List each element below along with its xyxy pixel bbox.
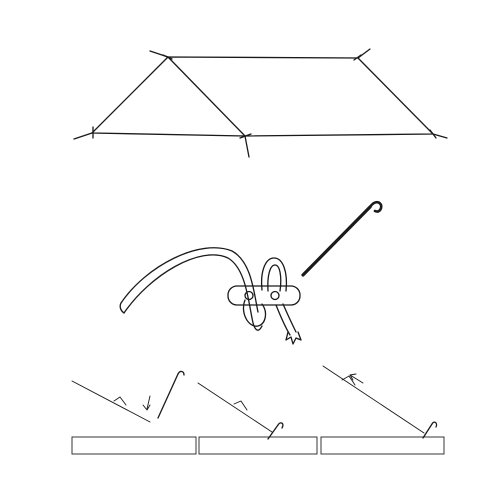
down-arrow-head <box>142 404 151 411</box>
tie-out-rear-right <box>353 54 362 61</box>
ground-block-1 <box>71 436 197 455</box>
cord-lower-loop <box>242 299 267 327</box>
stake-step-1 <box>157 373 179 419</box>
tensioner-step-2 <box>233 400 248 411</box>
guy-line-step-1 <box>71 380 151 423</box>
cord-loop-inner <box>267 264 282 292</box>
cord-tail-2 <box>282 303 297 333</box>
up-left-arrow-icon <box>349 374 364 384</box>
stake-hook-step-1 <box>177 370 185 376</box>
tensioner-step-1 <box>113 396 127 406</box>
ground-block-3 <box>320 436 445 455</box>
tie-out-front-right <box>429 129 437 139</box>
cord-end <box>119 302 125 314</box>
ground-block-2 <box>198 436 318 455</box>
step-1 <box>71 370 185 423</box>
stake-hook-step-2 <box>277 422 284 429</box>
tent-stake-icon <box>301 200 383 277</box>
tarp-ridge-fold <box>167 56 246 137</box>
guy-line-front-left <box>73 132 93 140</box>
tie-out-front-mid <box>239 133 252 139</box>
tie-out-rear-left <box>162 54 173 60</box>
stake-step-3 <box>422 423 433 439</box>
down-arrow-icon <box>146 395 151 410</box>
stake-hook-step-3 <box>431 421 438 428</box>
up-left-arrow-head <box>349 373 357 381</box>
tarp-outline <box>91 56 434 137</box>
cord-tensioner-and-stake <box>119 200 383 345</box>
staking-steps <box>71 365 445 455</box>
cord-tail <box>275 304 291 336</box>
cord-tail-end <box>285 331 302 345</box>
cord-outer <box>123 254 263 331</box>
guy-line-front-mid <box>244 135 250 158</box>
cord-loop <box>260 257 288 292</box>
guy-line-step-2 <box>197 382 273 433</box>
cord-inner <box>120 247 259 313</box>
guy-line-front-right <box>432 133 448 139</box>
step-3 <box>322 365 438 439</box>
tarp-overview <box>73 48 448 158</box>
step-2 <box>197 382 284 440</box>
guy-line-step-3 <box>322 365 425 434</box>
tensioner-step-3 <box>341 375 356 386</box>
stake-step-2 <box>267 424 279 440</box>
cord-tensioner-icon <box>227 285 301 306</box>
